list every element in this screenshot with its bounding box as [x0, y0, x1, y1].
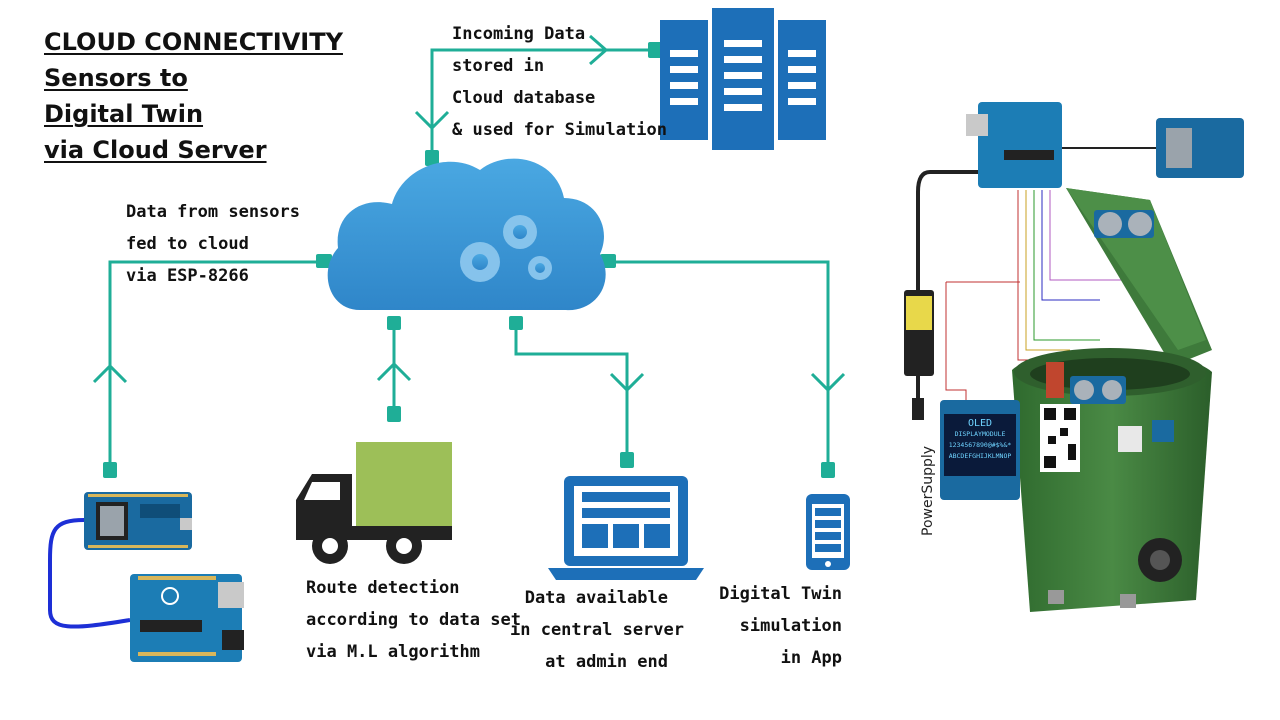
smartphone-icon [806, 494, 850, 570]
connector-sensors-to-cloud [108, 260, 320, 468]
laptop-icon [548, 476, 704, 580]
connector-cloud-to-app [612, 260, 830, 468]
smart-bin-icon [904, 102, 1244, 612]
title-line-2: Sensors to [44, 64, 188, 92]
power-supply-label: PowerSupply [920, 445, 936, 536]
label-digital-twin: Digital Twin simulation in App [719, 584, 842, 668]
connector-lines [92, 34, 846, 468]
oled-display-text: OLED DISPLAYMODULE 1234567890@#$%&* ABCD… [948, 418, 1012, 460]
server-rack-icon [660, 8, 826, 150]
arrow-down-laptop [609, 372, 645, 393]
usb-cable [48, 518, 131, 629]
truck-icon [296, 442, 452, 564]
title-line-4: via Cloud Server [44, 136, 267, 164]
diagram-title: CLOUD CONNECTIVITY Sensors to Digital Tw… [44, 24, 343, 168]
arrow-right-server [589, 34, 609, 66]
arduino-board-icon [130, 574, 244, 662]
label-route-detection: Route detection according to data set vi… [306, 578, 521, 662]
label-sensor-data: Data from sensors fed to cloud via ESP-8… [126, 202, 300, 286]
arrow-up-truck [376, 361, 412, 382]
connector-cloud-to-laptop [514, 320, 629, 458]
arrow-down-app [810, 372, 846, 393]
arrow-up-sensors [92, 363, 128, 384]
title-line-1: CLOUD CONNECTIVITY [44, 28, 343, 56]
connector-plugs [103, 42, 835, 478]
arrow-down-cloud [414, 110, 450, 131]
label-incoming-data: Incoming Data stored in Cloud database &… [452, 24, 667, 140]
title-line-3: Digital Twin [44, 100, 204, 128]
esp8266-board-icon [84, 492, 192, 550]
cloud-icon [327, 158, 606, 311]
label-central-server: Data available in central server at admi… [510, 588, 684, 672]
connector-cloud-to-server [430, 48, 650, 160]
